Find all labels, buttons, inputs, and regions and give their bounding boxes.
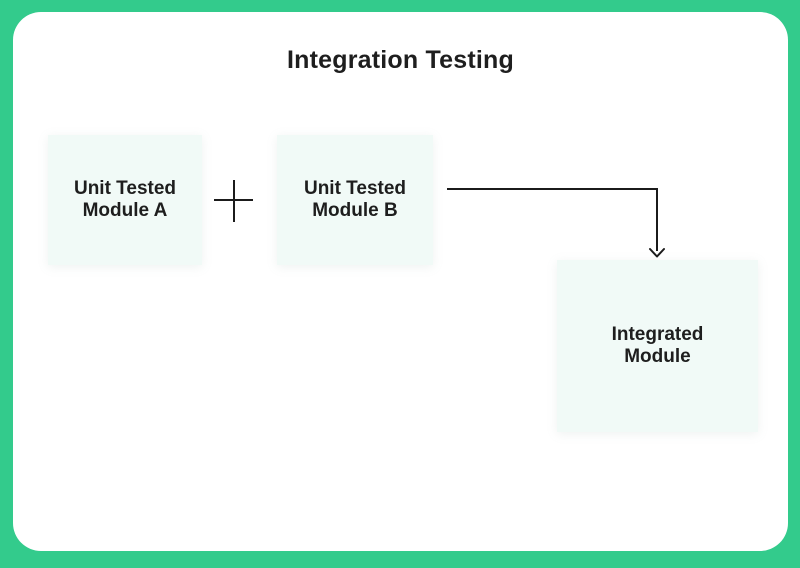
node-label: Unit Tested Module B [304,178,406,222]
node-label-line: Module B [312,200,398,221]
node-unit-tested-module-a: Unit Tested Module A [48,135,202,265]
diagram-card: Integration Testing Unit Tested Module A… [13,12,788,551]
node-label-line: Module [624,346,691,367]
node-label-line: Module A [82,200,168,221]
node-label-line: Unit Tested [73,178,177,199]
node-label: Integrated Module [612,324,704,368]
node-label: Unit Tested Module A [74,178,176,222]
node-integrated-module: Integrated Module [557,260,758,432]
node-label-line: Unit Tested [303,178,407,199]
diagram-title: Integration Testing [287,46,514,74]
node-label-line: Integrated [611,324,704,345]
node-unit-tested-module-b: Unit Tested Module B [277,135,433,265]
